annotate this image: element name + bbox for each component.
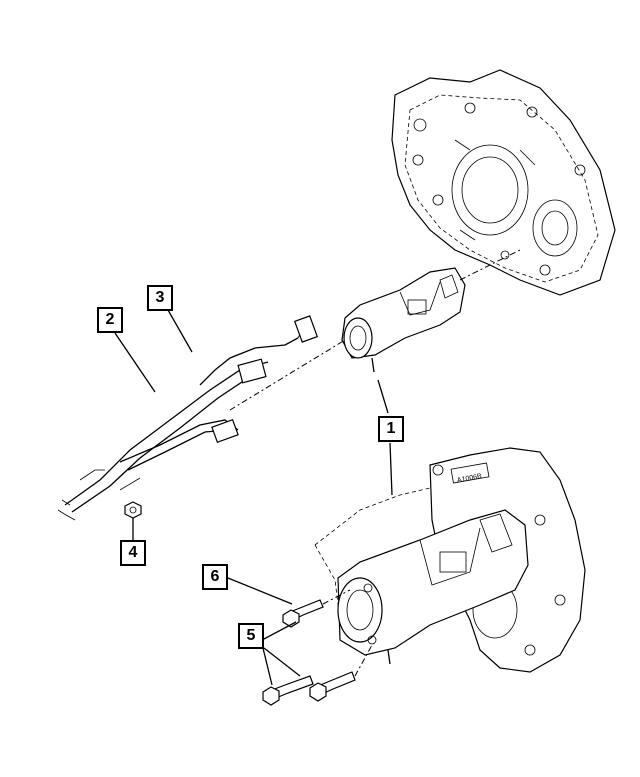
bolt-lower-right [309, 671, 356, 702]
nut [124, 501, 142, 519]
callout-5: 5 [238, 623, 264, 649]
centerline-bolt-lower [354, 644, 373, 677]
leader-5a [261, 621, 297, 641]
leader-1 [389, 442, 393, 496]
centerline-starter-to-housing [459, 249, 521, 281]
leader-3 [167, 309, 193, 353]
callout-1: 1 [378, 416, 404, 442]
leader-1-upper [377, 379, 389, 414]
leader-2 [114, 332, 156, 393]
leader-6 [227, 577, 293, 605]
callout-6: 6 [202, 564, 228, 590]
callout-3: 3 [147, 285, 173, 311]
engraved-code: A1006B [457, 473, 483, 484]
flywheel-housing [391, 69, 616, 296]
wiring-harness [57, 315, 319, 521]
centerline-harness-to-starter [229, 339, 346, 411]
leader-5b [261, 643, 273, 686]
callout-4: 4 [120, 540, 146, 566]
starter-motor-lower [337, 509, 529, 665]
bolt-upper [282, 599, 324, 628]
leader-5c [263, 647, 301, 677]
callout-2: 2 [97, 307, 123, 333]
centerline-bolt-upper [322, 589, 351, 605]
bolt-lower-left [262, 675, 314, 706]
starter-motor-upper [341, 267, 466, 373]
